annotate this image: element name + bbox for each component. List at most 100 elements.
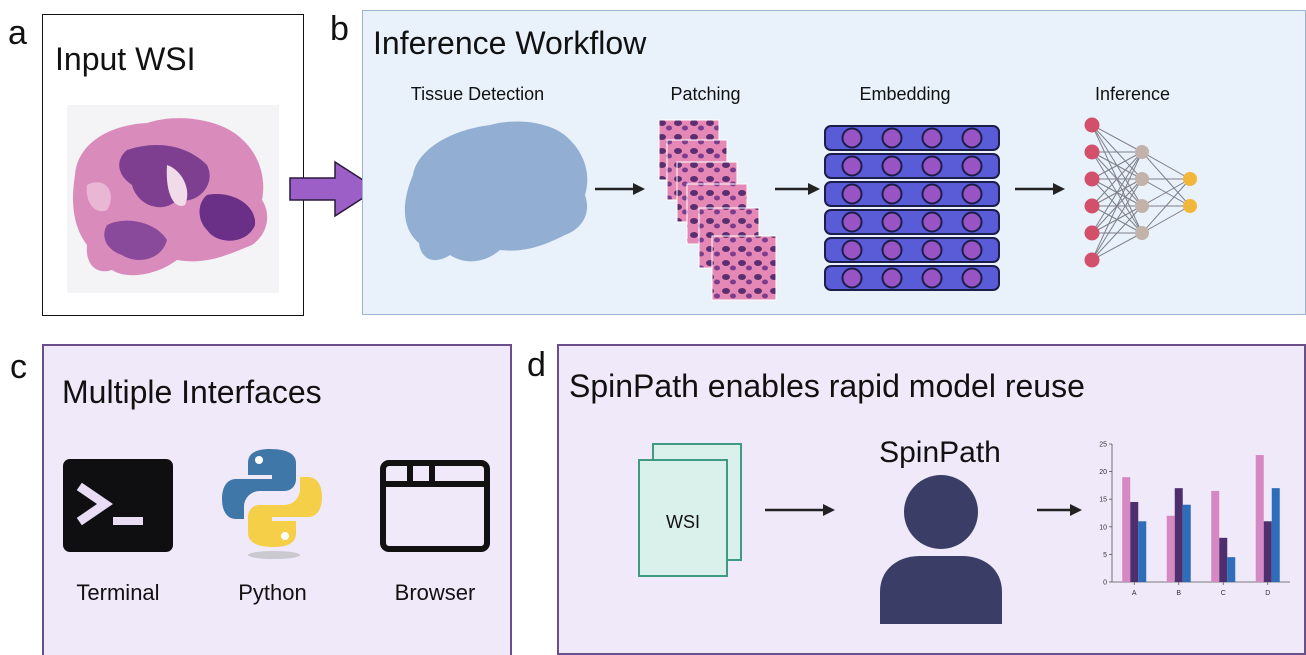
embedding-node	[841, 183, 863, 205]
bar	[1263, 521, 1272, 582]
embedding-node	[961, 183, 983, 205]
wsi-slide-image	[67, 105, 279, 293]
embedding-row	[824, 237, 1000, 263]
y-tick-label: 25	[1099, 442, 1107, 449]
big-arrow-icon	[289, 160, 379, 218]
panel-a: Input WSI	[42, 14, 304, 316]
terminal-icon[interactable]	[63, 459, 173, 552]
browser-window-icon[interactable]	[380, 460, 490, 552]
embedding-row	[824, 209, 1000, 235]
panel-c-title: Multiple Interfaces	[62, 374, 322, 410]
nn-input-node	[1084, 225, 1100, 241]
tissue-mask-icon	[404, 121, 588, 262]
arrow-icon	[1015, 183, 1065, 195]
embedding-node	[881, 155, 903, 177]
arrow-icon	[775, 183, 820, 195]
step-label-patching: Patching	[670, 84, 741, 104]
bar	[1271, 488, 1280, 582]
step-label-embedding: Embedding	[859, 84, 951, 104]
embedding-node	[881, 127, 903, 149]
embedding-node	[881, 239, 903, 261]
embedding-row	[824, 125, 1000, 151]
label-python: Python	[238, 580, 307, 605]
panel-letter-c: c	[10, 348, 27, 386]
panel-c: Multiple Interfaces	[42, 344, 512, 655]
y-tick-label: 15	[1099, 497, 1107, 504]
embedding-row	[824, 181, 1000, 207]
panel-a-title: Input WSI	[55, 41, 196, 77]
nn-input-node	[1084, 198, 1100, 214]
person-icon	[880, 475, 1002, 624]
embedding-node	[921, 267, 943, 289]
embedding-node	[961, 211, 983, 233]
embedding-row	[824, 265, 1000, 291]
bar	[1227, 557, 1236, 582]
embedding-node	[881, 183, 903, 205]
arrow-icon	[595, 183, 645, 195]
embedding-node	[921, 239, 943, 261]
bar	[1122, 477, 1131, 582]
nn-hidden-node	[1135, 226, 1149, 240]
bar	[1130, 501, 1139, 582]
wsi-documents-icon	[638, 443, 742, 577]
embedding-node	[841, 211, 863, 233]
bar	[1255, 455, 1264, 582]
embedding-node	[921, 127, 943, 149]
embedding-node	[841, 127, 863, 149]
embedding-row	[824, 153, 1000, 179]
embedding-node	[841, 267, 863, 289]
bar	[1211, 490, 1220, 582]
embedding-node	[961, 155, 983, 177]
embedding-node	[921, 183, 943, 205]
embedding-matrix-icon	[824, 125, 1000, 291]
embedding-node	[961, 239, 983, 261]
embedding-node	[921, 211, 943, 233]
bar	[1174, 488, 1183, 582]
embedding-node	[881, 267, 903, 289]
y-tick-label: 0	[1103, 580, 1107, 587]
panel-letter-d: d	[527, 346, 546, 384]
embedding-node	[961, 127, 983, 149]
python-logo-icon[interactable]	[222, 447, 322, 562]
embedding-node	[961, 267, 983, 289]
x-tick-label: A	[1132, 590, 1137, 597]
panel-letter-b: b	[330, 10, 349, 48]
step-label-tissue-detection: Tissue Detection	[410, 84, 545, 104]
neural-network-icon	[1084, 117, 1197, 268]
y-tick-label: 5	[1103, 552, 1107, 559]
embedding-node	[841, 239, 863, 261]
wsi-doc-label: WSI	[666, 512, 700, 532]
bar	[1182, 504, 1191, 582]
bar	[1166, 515, 1175, 582]
bar	[1219, 537, 1228, 582]
spinpath-label: SpinPath	[879, 436, 1001, 469]
label-browser: Browser	[394, 580, 476, 605]
nn-hidden-node	[1135, 172, 1149, 186]
nn-input-node	[1084, 171, 1100, 187]
embedding-node	[881, 211, 903, 233]
nn-connections	[1091, 124, 1191, 261]
x-tick-label: B	[1176, 590, 1181, 597]
y-tick-label: 10	[1099, 524, 1107, 531]
nn-input-node	[1084, 252, 1100, 268]
arrow-icon	[765, 504, 835, 516]
embedding-node	[841, 155, 863, 177]
nn-hidden-node	[1135, 199, 1149, 213]
label-terminal: Terminal	[76, 580, 160, 605]
nn-output-node	[1183, 172, 1197, 186]
panel-letter-a: a	[8, 14, 27, 52]
patch-stack-icon	[658, 119, 777, 301]
arrow-icon	[1037, 504, 1082, 516]
nn-input-node	[1084, 144, 1100, 160]
nn-output-node	[1183, 199, 1197, 213]
nn-input-node	[1084, 117, 1100, 133]
bar-chart: 0 5 10 15 20 25A B C D	[1099, 442, 1290, 597]
panel-d-title: SpinPath enables rapid model reuse	[569, 368, 1085, 404]
nn-hidden-node	[1135, 145, 1149, 159]
bar	[1138, 521, 1147, 582]
x-tick-label: D	[1265, 590, 1270, 597]
x-tick-label: C	[1221, 590, 1226, 597]
step-label-inference: Inference	[1094, 84, 1171, 104]
y-tick-label: 20	[1099, 469, 1107, 476]
panel-b-title: Inference Workflow	[373, 25, 647, 61]
